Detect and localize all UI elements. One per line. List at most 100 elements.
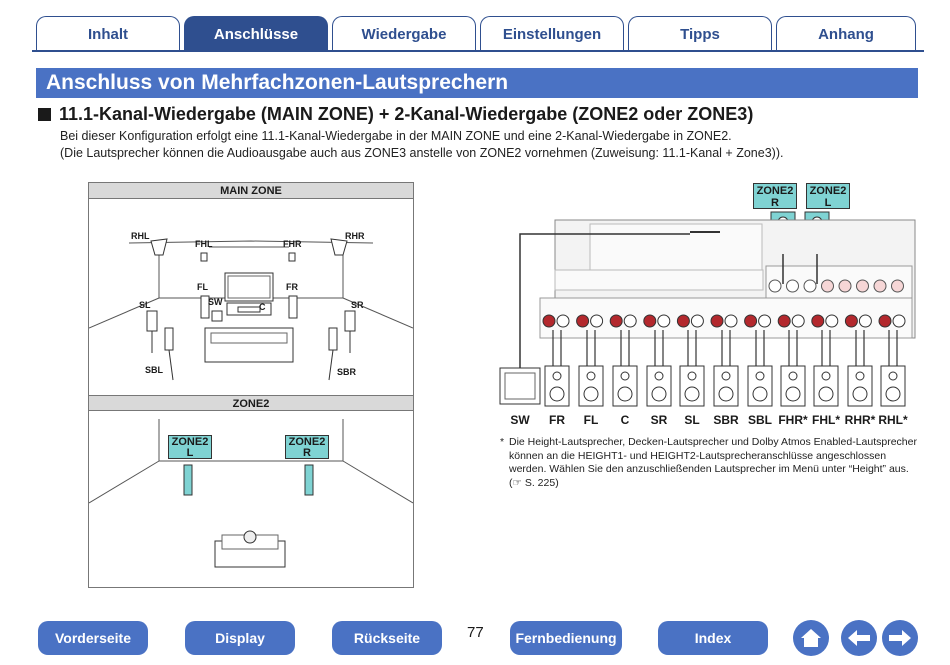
zone2-left-zone: ZONE2: [171, 436, 209, 448]
speaker-sl: [679, 365, 705, 407]
tab-einstellungen[interactable]: Einstellungen: [480, 16, 624, 52]
speaker-terminal: [576, 314, 590, 328]
speaker-tweeter: [620, 371, 630, 381]
height-note: * Die Height-Lautsprecher, Decken-Lautsp…: [500, 436, 917, 489]
zone-terminal: [856, 279, 869, 293]
zone2-left-box: ZONE2 L: [168, 435, 212, 459]
zone2-right-zone: ZONE2: [288, 436, 326, 448]
speaker-label-sr: SR: [650, 413, 668, 427]
speaker-woofer: [752, 386, 768, 402]
speaker-label-sl: SL: [684, 413, 700, 427]
zone-terminal: [803, 279, 817, 293]
tab-inhalt[interactable]: Inhalt: [36, 16, 180, 52]
zone2-l-zone: ZONE2: [809, 185, 847, 197]
speaker-label-sbr: SBR: [713, 413, 739, 427]
rueckseite-button[interactable]: Rückseite: [332, 621, 442, 655]
speaker-fl: [578, 365, 604, 407]
speaker-woofer: [818, 386, 834, 402]
label-fr: FR: [286, 282, 298, 292]
note-asterisk: *: [500, 436, 505, 448]
tab-tipps[interactable]: Tipps: [628, 16, 772, 52]
tab-wiedergabe[interactable]: Wiedergabe: [332, 16, 476, 52]
speaker-woofer: [651, 386, 667, 402]
index-button[interactable]: Index: [658, 621, 768, 655]
speaker-label-rhl: RHL*: [878, 413, 908, 427]
label-rhr: RHR: [345, 231, 365, 241]
label-sw: SW: [208, 297, 223, 307]
main-zone-header: MAIN ZONE: [89, 183, 413, 199]
tab-anschluesse[interactable]: Anschlüsse: [184, 16, 328, 52]
speaker-rhr: [847, 365, 873, 407]
tab-anhang[interactable]: Anhang: [776, 16, 916, 52]
speaker-label-fhl: FHL*: [812, 413, 840, 427]
subheading: 11.1-Kanal-Wiedergabe (MAIN ZONE) + 2-Ka…: [38, 104, 753, 125]
description-line-2: (Die Lautsprecher können die Audioausgab…: [60, 146, 784, 160]
fernbedienung-button[interactable]: Fernbedienung: [510, 621, 622, 655]
speaker-label-fr: FR: [549, 413, 565, 427]
speaker-sr: [646, 365, 672, 407]
label-sbl: SBL: [145, 365, 163, 375]
speaker-terminal: [609, 314, 623, 328]
speaker-label-sw: SW: [510, 413, 530, 427]
speaker-woofer: [718, 386, 734, 402]
bullet-square-icon: [38, 108, 51, 121]
speaker-woofer: [885, 386, 901, 402]
speaker-label-c: C: [620, 413, 630, 427]
note-reference[interactable]: S. 225: [524, 476, 556, 489]
speaker-terminal: [542, 314, 556, 328]
speaker-label-fhr: FHR*: [778, 413, 808, 427]
speaker-fhr: [780, 365, 806, 407]
speaker-label-rhr: RHR*: [844, 413, 876, 427]
speaker-terminal: [657, 314, 671, 328]
speaker-tweeter: [721, 371, 731, 381]
speaker-terminal: [758, 314, 772, 328]
speaker-terminal: [623, 314, 637, 328]
zone-terminal: [821, 279, 834, 293]
zone-terminal: [873, 279, 887, 293]
room-diagram: MAIN ZONE ZONE2: [88, 182, 414, 588]
zone2-right-box: ZONE2 R: [285, 435, 329, 459]
speaker-terminal: [825, 314, 839, 328]
page-number: 77: [467, 624, 484, 641]
zone2-r-zone: ZONE2: [756, 185, 794, 197]
zone-terminal: [786, 279, 799, 293]
zone2-right-ch: R: [303, 447, 311, 459]
home-button[interactable]: [793, 620, 829, 656]
speaker-woofer: [617, 386, 633, 402]
speaker-terminal: [878, 314, 892, 328]
speaker-fhl: [813, 365, 839, 407]
zone-terminal: [838, 279, 852, 293]
display-button[interactable]: Display: [185, 621, 295, 655]
zone2-header: ZONE2: [89, 395, 413, 411]
label-fhr: FHR: [283, 239, 302, 249]
speaker-fr: [544, 365, 570, 407]
speaker-terminal: [744, 314, 758, 328]
label-sbr: SBR: [337, 367, 357, 377]
forward-button[interactable]: [882, 620, 918, 656]
speaker-tweeter: [855, 371, 865, 381]
speaker-terminal: [777, 314, 791, 328]
speaker-label-fl: FL: [583, 413, 599, 427]
speaker-tweeter: [654, 371, 664, 381]
speaker-terminal: [710, 314, 724, 328]
speaker-woofer: [549, 386, 565, 402]
zone-terminal: [768, 279, 782, 293]
zone2-left-ch: L: [186, 447, 194, 459]
vorderseite-button[interactable]: Vorderseite: [38, 621, 148, 655]
speaker-terminal: [892, 314, 906, 328]
zone2-l-box: ZONE2 L: [806, 183, 850, 209]
room-illustration: [89, 238, 413, 568]
speaker-terminal: [811, 314, 825, 328]
label-fl: FL: [197, 282, 208, 292]
speaker-woofer: [583, 386, 599, 402]
label-sl: SL: [139, 300, 151, 310]
description: Bei dieser Konfiguration erfolgt eine 11…: [60, 128, 783, 162]
label-fhl: FHL: [195, 239, 213, 249]
speaker-tweeter: [788, 371, 798, 381]
speaker-terminal: [643, 314, 657, 328]
zone2-l-ch: L: [824, 197, 832, 209]
speaker-terminal: [556, 314, 570, 328]
section-title: Anschluss von Mehrfachzonen-Lautsprecher…: [36, 68, 918, 98]
back-button[interactable]: [841, 620, 877, 656]
speaker-woofer: [684, 386, 700, 402]
